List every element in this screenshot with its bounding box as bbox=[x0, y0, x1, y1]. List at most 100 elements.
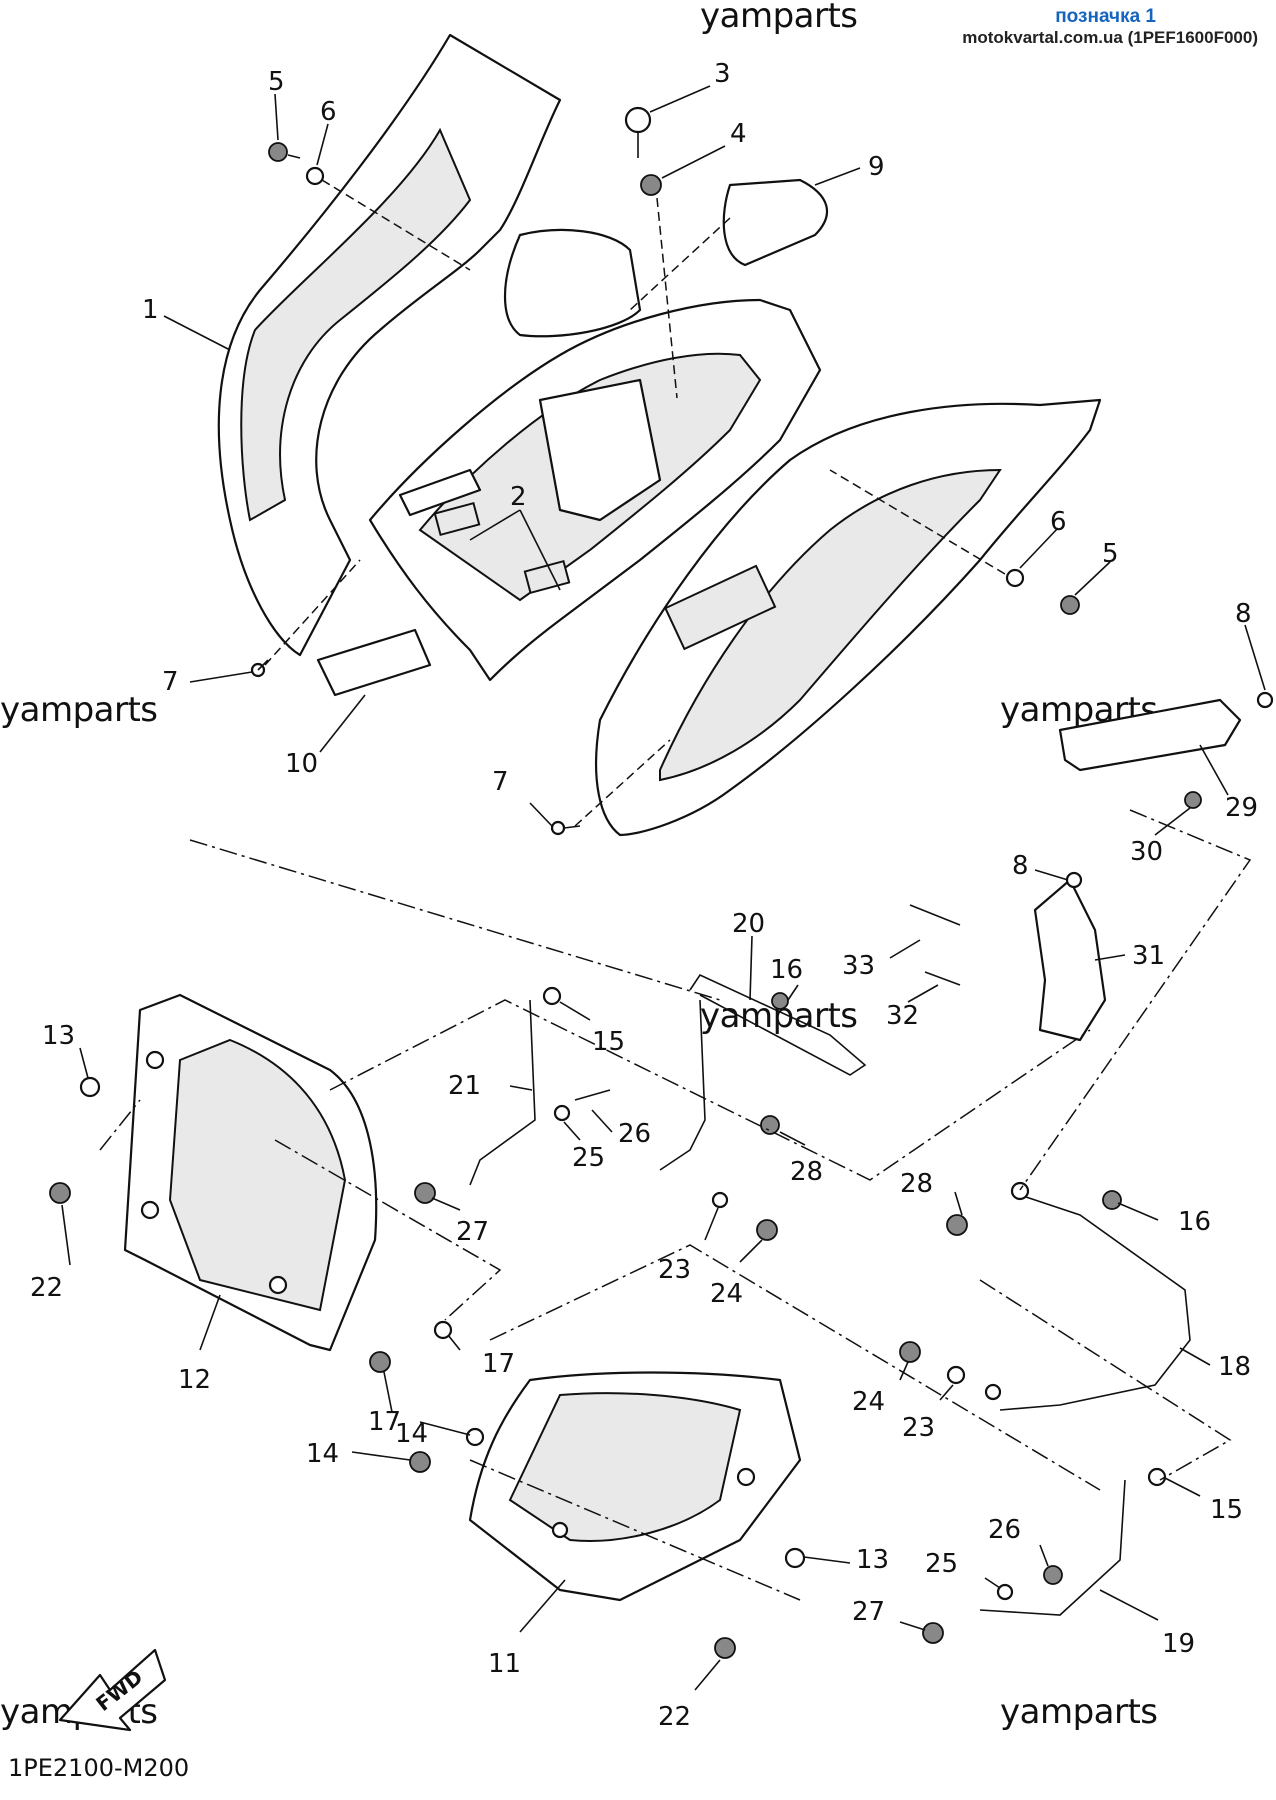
screw-7-right bbox=[550, 820, 566, 836]
rear-fender bbox=[594, 398, 1102, 837]
callout: 23 bbox=[658, 1255, 691, 1285]
bolt-28-right bbox=[946, 1214, 968, 1236]
washer-25-upper bbox=[553, 1104, 571, 1122]
dash-line bbox=[656, 197, 678, 399]
callout: 20 bbox=[732, 909, 765, 939]
washer-25-lower bbox=[996, 1583, 1014, 1601]
part-20-bracket bbox=[689, 973, 867, 1076]
part-29-bracket bbox=[1058, 698, 1242, 772]
callout: 18 bbox=[1218, 1352, 1251, 1382]
watermark-top: yamparts bbox=[700, 0, 858, 36]
assembly-line bbox=[329, 999, 1091, 1181]
bolt-22-lower bbox=[714, 1637, 736, 1659]
assembly-line bbox=[979, 1279, 1232, 1481]
assembly-line bbox=[189, 839, 721, 1001]
callout: 11 bbox=[488, 1649, 521, 1679]
washer-right bbox=[984, 1383, 1002, 1401]
header-label: позначка 1 bbox=[1055, 6, 1156, 27]
bolt-22-left bbox=[49, 1182, 71, 1204]
bolt-14-upper bbox=[369, 1351, 391, 1373]
assembly-line bbox=[469, 1459, 801, 1601]
dash-line bbox=[264, 559, 361, 666]
callout: 5 bbox=[268, 67, 285, 97]
collar-15-upper bbox=[542, 986, 562, 1006]
washer-17-lower bbox=[465, 1427, 485, 1447]
washer-6-left bbox=[305, 166, 325, 186]
part-1-front-fender bbox=[217, 33, 642, 657]
callout: 24 bbox=[710, 1279, 743, 1309]
callout: 32 bbox=[886, 1001, 919, 1031]
part-21-stay-b bbox=[659, 999, 706, 1171]
upper-hardware bbox=[250, 106, 1080, 836]
callout: 29 bbox=[1225, 793, 1258, 823]
watermark-bottom-right: yamparts bbox=[1000, 1692, 1158, 1732]
callout: 23 bbox=[902, 1413, 935, 1443]
callout: 25 bbox=[925, 1549, 958, 1579]
nut-8-mid bbox=[1065, 871, 1083, 889]
part-19-stay bbox=[979, 1479, 1126, 1616]
grommet-4 bbox=[640, 174, 662, 196]
callout: 28 bbox=[900, 1169, 933, 1199]
bolt-26-lower bbox=[1043, 1565, 1063, 1585]
assembly-line bbox=[1019, 809, 1252, 1191]
callout: 21 bbox=[448, 1071, 481, 1101]
dash-line bbox=[321, 179, 471, 271]
fwd-arrow-icon: FWD bbox=[58, 1648, 167, 1732]
bolt-5-left bbox=[268, 142, 288, 162]
callout: 17 bbox=[482, 1349, 515, 1379]
dash-line bbox=[574, 739, 671, 827]
nut-8-upper bbox=[1256, 691, 1274, 709]
callout: 7 bbox=[162, 667, 179, 697]
part-9-cover bbox=[722, 178, 829, 267]
callout: 19 bbox=[1162, 1629, 1195, 1659]
bolt-28-upper bbox=[760, 1115, 780, 1135]
callout: 15 bbox=[592, 1027, 625, 1057]
callout: 27 bbox=[456, 1217, 489, 1247]
dash-line bbox=[629, 217, 731, 311]
collar-23-upper bbox=[711, 1191, 729, 1209]
callout-group: 1 2 3 4 5 6 9 7 10 5 6 8 29 30 7 8 20 31 bbox=[30, 59, 1266, 1732]
callout: 12 bbox=[178, 1365, 211, 1395]
part-12-cover bbox=[123, 993, 378, 1352]
callout: 6 bbox=[1050, 507, 1067, 537]
nut-16-right bbox=[1102, 1190, 1122, 1210]
callout: 26 bbox=[618, 1119, 651, 1149]
part-31-bracket bbox=[1033, 878, 1107, 1042]
nut-27-upper bbox=[414, 1182, 436, 1204]
callout: 4 bbox=[730, 119, 747, 149]
assembly-line bbox=[489, 1244, 1101, 1491]
collar-23-right bbox=[946, 1365, 966, 1385]
bolt-3 bbox=[624, 106, 652, 134]
callout: 13 bbox=[42, 1021, 75, 1051]
bolt-30 bbox=[1184, 791, 1202, 809]
nut-16-upper bbox=[771, 992, 789, 1010]
part-10-plate bbox=[316, 628, 432, 697]
dash-line bbox=[829, 469, 1006, 575]
nut-27-lower bbox=[922, 1622, 944, 1644]
callout: 28 bbox=[790, 1157, 823, 1187]
bolt-5-right bbox=[1060, 595, 1080, 615]
bolt-26-upper bbox=[574, 1089, 611, 1101]
part-11-cover bbox=[468, 1371, 802, 1602]
callout: 14 bbox=[395, 1419, 428, 1449]
callout: 27 bbox=[852, 1597, 885, 1627]
callout: 16 bbox=[770, 955, 803, 985]
callout: 6 bbox=[320, 97, 337, 127]
callout: 5 bbox=[1102, 539, 1119, 569]
part-21-stay bbox=[469, 999, 536, 1186]
callout: 26 bbox=[988, 1515, 1021, 1545]
callout: 1 bbox=[142, 295, 159, 325]
screw-13-lower bbox=[784, 1547, 806, 1569]
collar-15-lower bbox=[1147, 1467, 1167, 1487]
callout: 10 bbox=[285, 749, 318, 779]
callout: 16 bbox=[1178, 1207, 1211, 1237]
callout: 33 bbox=[842, 951, 875, 981]
callout: 24 bbox=[852, 1387, 885, 1417]
part-18-stay bbox=[999, 1194, 1191, 1411]
header-source: motokvartal.com.ua (1PEF1600F000) bbox=[962, 28, 1258, 47]
callout: 31 bbox=[1132, 941, 1165, 971]
assembly-line bbox=[274, 1139, 502, 1321]
callout: 9 bbox=[868, 152, 885, 182]
washer-6-right bbox=[1005, 568, 1025, 588]
